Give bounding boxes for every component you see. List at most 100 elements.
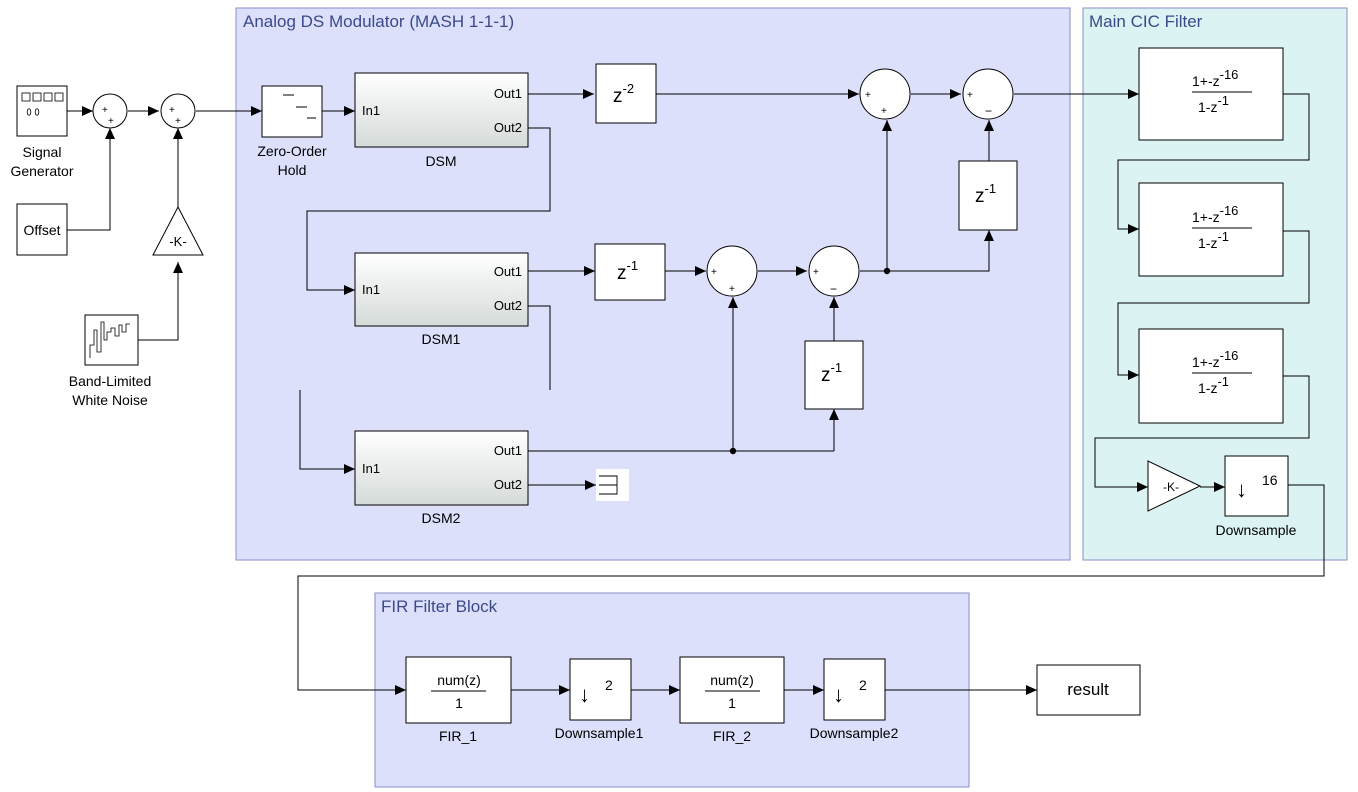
cic-den-base: 1-z	[1198, 99, 1217, 115]
cic-num-exp: -16	[1220, 203, 1239, 218]
cic-stage-block[interactable]: 1+-z-16 1-z-1	[1138, 47, 1284, 141]
delay-exp: -1	[831, 360, 843, 375]
fir2-label: FIR_2	[713, 728, 751, 744]
downsample1-arrow-icon: ↓	[579, 682, 590, 707]
dsm1-block[interactable]: In1 Out1 Out2	[354, 252, 529, 327]
dsm2-out2-port: Out2	[494, 477, 522, 492]
cic-stage-block[interactable]: 1+-z-16 1-z-1	[1138, 182, 1284, 277]
zero-order-hold-block[interactable]	[261, 85, 323, 138]
downsample2-factor: 2	[859, 677, 867, 693]
dsm1-label: DSM1	[422, 331, 461, 347]
cic-den-exp: -1	[1217, 229, 1229, 244]
sum-sign: +	[881, 106, 887, 117]
delay-z1-label: z-1	[617, 258, 638, 284]
sum-block[interactable]: + +	[92, 93, 128, 129]
fir2-block[interactable]: num(z) 1	[679, 656, 785, 724]
sum-sign: +	[169, 105, 175, 116]
sum-block[interactable]: + −	[808, 245, 860, 297]
sum-block[interactable]: + +	[859, 68, 911, 120]
downsample2-label: Downsample2	[810, 725, 899, 741]
delay-z2-block[interactable]: z-2	[595, 63, 657, 124]
sum-sign: +	[729, 284, 735, 295]
sum-block[interactable]: + +	[706, 245, 758, 297]
gain-block[interactable]: -K-	[152, 205, 204, 256]
dsm-out1-port: Out1	[494, 86, 522, 101]
downsample-arrow-icon: ↓	[1236, 477, 1247, 502]
cic-num-exp: -16	[1220, 67, 1239, 82]
gain-label: -K-	[169, 234, 186, 249]
sum-sign: −	[985, 104, 992, 118]
fir2-denominator: 1	[728, 695, 736, 711]
sum-sign: +	[813, 267, 819, 278]
cic-num-exp: -16	[1220, 348, 1239, 363]
terminator-block[interactable]	[596, 469, 629, 501]
fir1-block[interactable]: num(z) 1	[405, 656, 512, 724]
cic-gain-block[interactable]: -K-	[1147, 460, 1202, 512]
sum-block[interactable]: + +	[160, 93, 196, 129]
downsample2-arrow-icon: ↓	[833, 682, 844, 707]
cic-denominator: 1-z-1	[1198, 374, 1229, 396]
cic-den-base: 1-z	[1198, 235, 1217, 251]
offset-block[interactable]: Offset	[16, 203, 68, 256]
sum-block[interactable]: + −	[962, 68, 1014, 120]
sum-sign: +	[711, 267, 717, 278]
cic-num-base: 1+-z	[1192, 73, 1220, 89]
signal-wires	[67, 89, 1325, 695]
cic-den-exp: -1	[1217, 93, 1229, 108]
delay-z1-label: z-1	[975, 181, 996, 207]
fir1-denominator: 1	[455, 695, 463, 711]
result-block[interactable]: result	[1036, 664, 1141, 716]
offset-label: Offset	[23, 222, 60, 238]
branch-point	[883, 267, 891, 275]
downsample1-block[interactable]: ↓ 2	[569, 658, 632, 721]
signal-generator-block[interactable]	[16, 85, 68, 137]
dsm1-out2-port: Out2	[494, 298, 522, 313]
delay-exp: -2	[623, 81, 635, 96]
cic-num-base: 1+-z	[1192, 354, 1220, 370]
dsm-out2-port: Out2	[494, 120, 522, 135]
label-line: White Noise	[72, 392, 148, 408]
downsample-block[interactable]: ↓ 16	[1224, 455, 1289, 517]
result-label: result	[1067, 680, 1109, 699]
dsm-label: DSM	[425, 153, 456, 169]
downsample1-factor: 2	[605, 677, 613, 693]
delay-base: z	[613, 86, 623, 107]
cic-stage-block[interactable]: 1+-z-16 1-z-1	[1138, 328, 1284, 424]
cic-num-base: 1+-z	[1192, 209, 1220, 225]
sum-sign: +	[102, 105, 108, 116]
fir1-numerator: num(z)	[437, 672, 481, 688]
downsample2-block[interactable]: ↓ 2	[823, 658, 886, 721]
sum-sign: +	[175, 116, 181, 127]
dsm2-in-port: In1	[362, 461, 380, 476]
dsm-block[interactable]: In1 Out1 Out2	[354, 72, 529, 148]
analog-group-title: Analog DS Modulator (MASH 1-1-1)	[243, 12, 514, 31]
delay-exp: -1	[627, 258, 639, 273]
cic-numerator: 1+-z-16	[1192, 67, 1238, 89]
downsample-label: Downsample	[1216, 522, 1297, 538]
dsm2-block[interactable]: In1 Out1 Out2	[354, 430, 529, 506]
dsm2-out1-port: Out1	[494, 443, 522, 458]
delay-base: z	[617, 263, 627, 284]
sum-sign: +	[865, 90, 871, 101]
cic-den-exp: -1	[1217, 374, 1229, 389]
zoh-icon	[283, 94, 316, 119]
branch-point	[729, 447, 737, 455]
delay-base: z	[975, 186, 985, 207]
cic-group-title: Main CIC Filter	[1089, 12, 1203, 31]
delay-z1-block[interactable]: z-1	[958, 160, 1018, 231]
delay-z2-label: z-2	[613, 81, 634, 107]
delay-z1-block[interactable]: z-1	[594, 243, 666, 301]
downsample1-label: Downsample1	[555, 725, 644, 741]
cic-numerator: 1+-z-16	[1192, 348, 1238, 370]
sum-sign: +	[108, 116, 114, 127]
label-line: Signal	[23, 144, 62, 160]
delay-z1-block[interactable]: z-1	[804, 340, 864, 410]
band-limited-noise-block[interactable]	[84, 314, 139, 366]
cic-denominator: 1-z-1	[1198, 229, 1229, 251]
dsm1-in-port: In1	[362, 282, 380, 297]
label-line: Band-Limited	[69, 373, 152, 389]
